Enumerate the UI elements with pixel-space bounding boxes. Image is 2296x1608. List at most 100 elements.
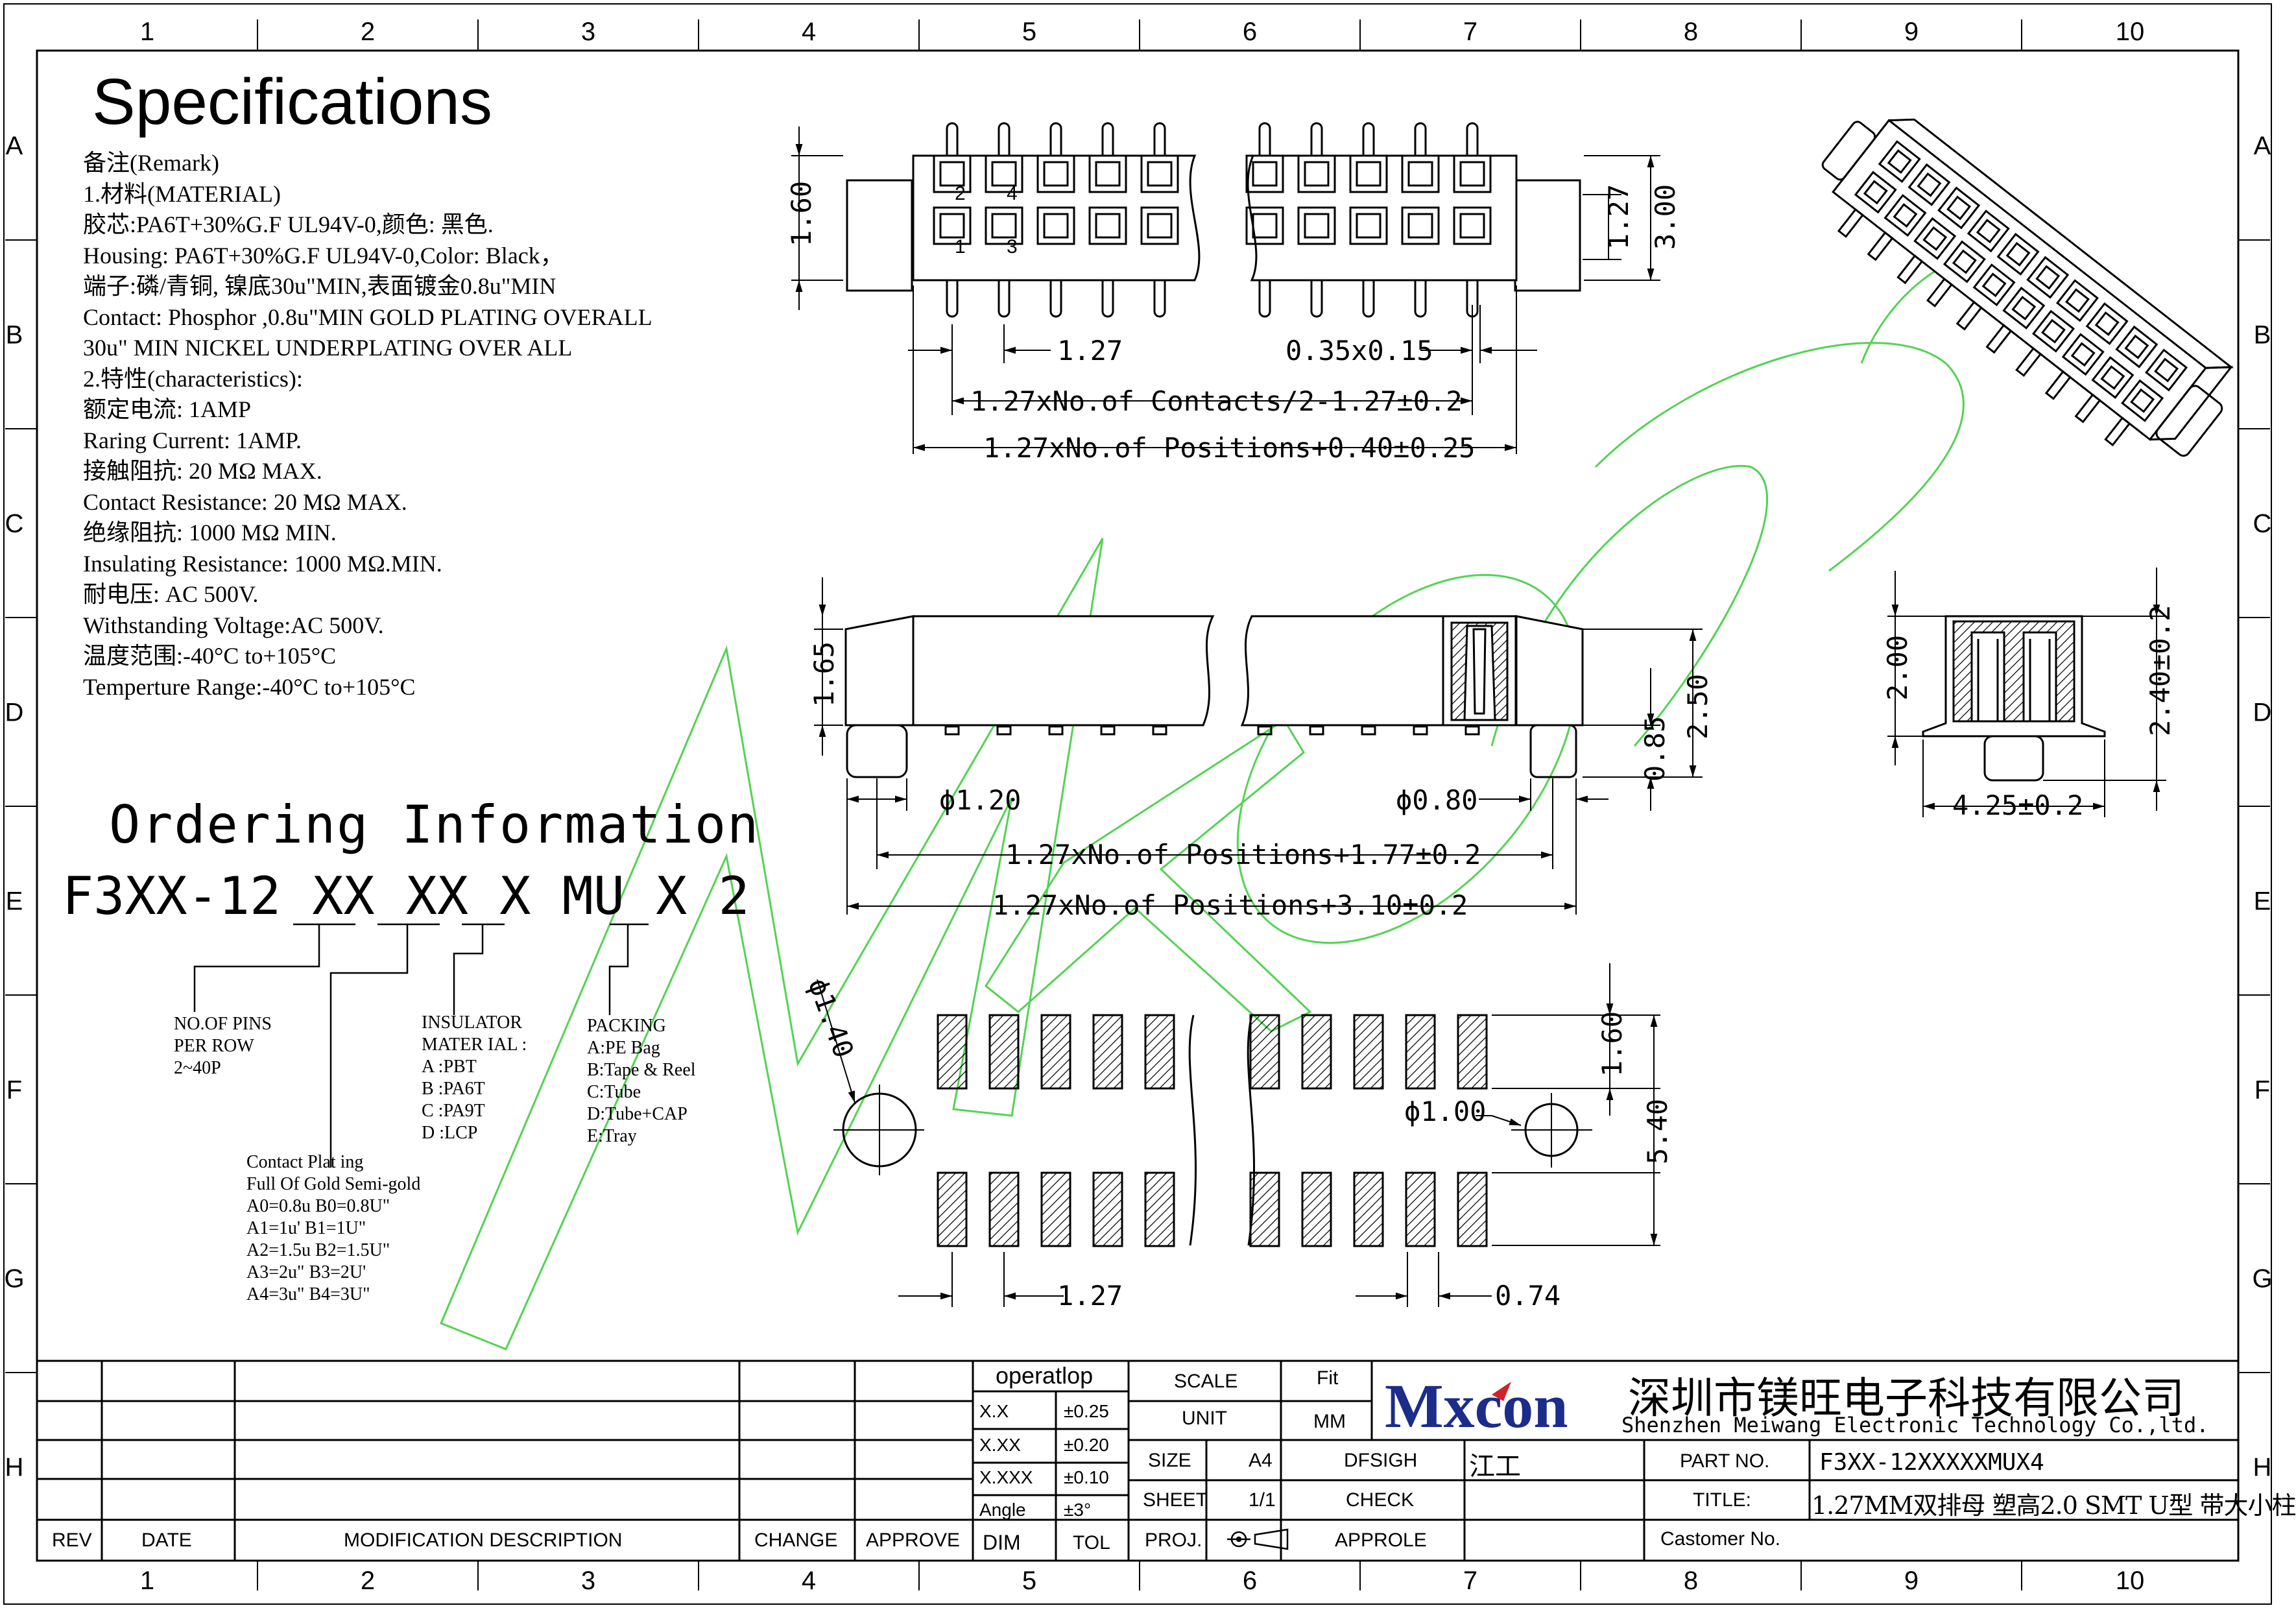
iso-cell-inner — [2130, 388, 2155, 413]
iso-cell-inner — [1946, 195, 1972, 221]
tolerance-label: X.XXX — [979, 1467, 1033, 1487]
contact-cell-inner — [1147, 161, 1173, 187]
tb-dim: DIM — [983, 1531, 1021, 1554]
dim-side-085: 0.85 — [1639, 716, 1671, 782]
top-pin — [1258, 122, 1271, 156]
iso-cell-inner — [1863, 180, 1888, 205]
contact-cell-outer — [1453, 206, 1492, 245]
pad-top — [1249, 1014, 1280, 1090]
dim-positions-177: 1.27xNo.of Positions+1.77±0.2 — [1005, 839, 1481, 870]
side-lead — [1257, 725, 1273, 736]
pad-bottom — [1301, 1171, 1332, 1247]
lg-pins-line: 2~40P — [174, 1058, 221, 1078]
top-view: 2 4 1 3 — [846, 122, 1581, 318]
pad-bottom — [1457, 1171, 1488, 1247]
dim-end-200: 2.00 — [1882, 635, 1913, 701]
iso-cell — [1913, 217, 1957, 260]
iso-cell-inner — [1887, 149, 1912, 174]
bottom-pin — [1101, 280, 1114, 318]
top-pin — [1414, 122, 1427, 156]
dim-pad-540: 5.40 — [1642, 1099, 1673, 1164]
tb-approle: APPROLE — [1335, 1530, 1427, 1551]
tb-dfsigh-value: 江工 — [1469, 1452, 1521, 1482]
pad-top — [1144, 1014, 1175, 1090]
iso-cell — [1937, 186, 1981, 230]
logo-mark — [1492, 1382, 1511, 1401]
lg-packing-line: D:Tube+CAP — [587, 1104, 688, 1124]
zone-column-2: 2 — [361, 1566, 375, 1595]
iso-cell-inner — [1976, 219, 2001, 244]
ordering-leaders — [193, 923, 649, 1168]
top-view-dimensions — [791, 126, 1660, 454]
spec-lines-line: Withstanding Voltage:AC 500V. — [83, 612, 384, 638]
side-view-dimensions — [814, 577, 1703, 915]
iso-cell — [2061, 333, 2105, 376]
tb-rev: REV — [52, 1530, 92, 1551]
side-lead — [1361, 725, 1376, 736]
pin-number-3: 3 — [1007, 236, 1018, 258]
lg-plating-line: A3=2u" B3=2U' — [246, 1262, 366, 1282]
tb-tol: TOL — [1073, 1532, 1110, 1554]
contact-cell-outer — [1297, 154, 1336, 193]
dim-side-250: 2.50 — [1682, 674, 1714, 739]
pad-bottom — [1405, 1171, 1436, 1247]
side-lead — [1100, 725, 1116, 736]
iso-cell-inner — [1893, 203, 1918, 228]
side-lead — [996, 725, 1012, 736]
lg-plating-line: Full Of Gold Semi-gold — [246, 1174, 421, 1194]
company-logo: Mxcon — [1385, 1371, 1568, 1441]
dim-pad-hole-100: ϕ1.00 — [1404, 1096, 1486, 1127]
pcb-footprint-dimensions — [817, 963, 1660, 1307]
specifications-title: Specifications — [92, 66, 492, 138]
tolerance-value: ±0.25 — [1064, 1401, 1109, 1421]
ordering-code: F3XX-12 XX XX X MU X 2 — [62, 866, 750, 926]
contact-cell-inner — [1459, 213, 1485, 239]
contact-cell-outer — [1088, 154, 1127, 193]
zone-row-H: H — [2253, 1453, 2272, 1482]
tb-title-value: 1.27MM双排母 塑高2.0 SMT U型 带大小柱 — [1812, 1491, 2296, 1520]
iso-cell — [1854, 171, 1897, 214]
spec-lines-line: 2.特性(characteristics): — [83, 365, 303, 392]
title-block-grid — [37, 1360, 2238, 1561]
zone-row-B: B — [2254, 321, 2271, 350]
spec-lines-line: Insulating Resistance: 1000 MΩ.MIN. — [83, 550, 442, 577]
tb-part-no-label: PART NO. — [1680, 1450, 1770, 1472]
lg-insulator-line: C :PA9T — [422, 1101, 485, 1121]
iso-cell-inner — [2035, 265, 2061, 290]
contact-cell-inner — [991, 213, 1017, 239]
iso-cell-inner — [2094, 311, 2120, 336]
lg-pins-line: PER ROW — [174, 1036, 254, 1056]
iso-cell-inner — [2124, 334, 2149, 359]
tolerance-value: ±3° — [1064, 1500, 1092, 1520]
zone-row-D: D — [5, 699, 24, 727]
zone-column-4: 4 — [802, 18, 816, 46]
spec-lines-line: Contact Resistance: 20 MΩ MAX. — [83, 488, 407, 515]
spec-lines-line: Temperture Range:-40°C to+105°C — [83, 673, 416, 700]
top-pin — [1362, 122, 1375, 156]
tb-sheet: SHEET — [1143, 1489, 1208, 1511]
tb-proj: PROJ. — [1145, 1530, 1202, 1551]
side-lead — [1048, 725, 1064, 736]
dim-post-080: ϕ0.80 — [1396, 784, 1477, 816]
tb-dfsigh: DFSIGH — [1344, 1450, 1418, 1471]
side-view — [844, 615, 1584, 778]
spec-lines-line: 温度范围:-40°C to+105°C — [83, 643, 337, 669]
isometric-view — [1821, 118, 2234, 457]
zone-column-10: 10 — [2116, 18, 2145, 46]
ordering-title: Ordering Information — [109, 795, 760, 855]
frame-ticks — [5, 19, 2270, 1590]
pad-bottom — [988, 1171, 1020, 1247]
zone-row-E: E — [2254, 887, 2271, 916]
lg-insulator-line: MATER IAL : — [422, 1035, 527, 1055]
spec-lines-line: Housing: PA6T+30%G.F UL94V-0,Color: Blac… — [83, 242, 564, 269]
end-view — [1922, 615, 2106, 782]
zone-column-9: 9 — [1904, 1566, 1919, 1595]
iso-cell-inner — [2065, 288, 2090, 313]
tb-approve: APPROVE — [866, 1530, 961, 1551]
contact-cell-outer — [1140, 206, 1179, 245]
tb-change: CHANGE — [754, 1530, 838, 1551]
bottom-pin — [946, 280, 959, 318]
tb-operatlop: operatlop — [996, 1362, 1094, 1389]
pad-top — [1040, 1014, 1071, 1090]
